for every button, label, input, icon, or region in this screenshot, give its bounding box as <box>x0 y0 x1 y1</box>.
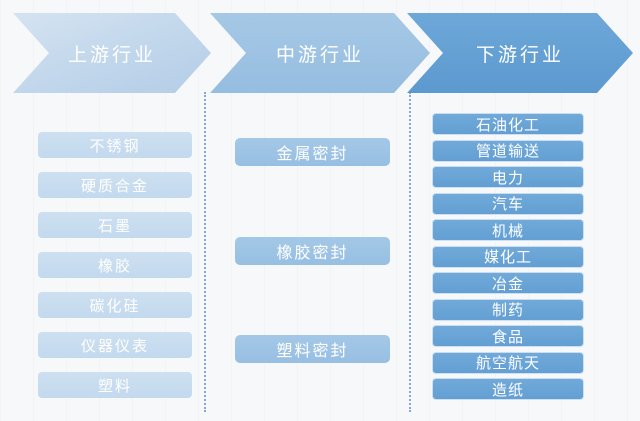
downstream-item: 媒化工 <box>432 245 584 268</box>
upstream-item: 橡胶 <box>38 252 192 278</box>
downstream-item: 管道输送 <box>432 139 584 162</box>
downstream-column: 石油化工 管道输送 电力 汽车 机械 媒化工 冶金 制药 食品 航空航天 造纸 <box>432 113 584 400</box>
midstream-arrow: 中游行业 <box>210 13 430 93</box>
column-separator-midstream-downstream <box>409 92 411 412</box>
upstream-item: 仪器仪表 <box>38 332 192 358</box>
midstream-item: 金属密封 <box>235 138 390 166</box>
upstream-item: 硬质合金 <box>38 172 192 198</box>
midstream-arrow-label: 中游行业 <box>275 44 364 66</box>
downstream-item: 制药 <box>432 298 584 321</box>
upstream-arrow-label: 上游行业 <box>67 44 156 66</box>
upstream-arrow: 上游行业 <box>13 13 211 93</box>
downstream-item: 冶金 <box>432 272 584 294</box>
upstream-item: 不锈钢 <box>38 132 192 158</box>
downstream-item: 石油化工 <box>432 113 584 135</box>
upstream-item: 塑料 <box>38 372 192 398</box>
downstream-arrow: 下游行业 <box>407 13 633 93</box>
midstream-item: 塑料密封 <box>235 335 390 363</box>
column-separator-upstream-midstream <box>204 92 206 412</box>
midstream-item: 橡胶密封 <box>235 237 390 265</box>
upstream-column: 不锈钢 硬质合金 石墨 橡胶 碳化硅 仪器仪表 塑料 <box>38 132 192 398</box>
upstream-item: 碳化硅 <box>38 292 192 318</box>
downstream-item: 造纸 <box>432 378 584 400</box>
downstream-item: 食品 <box>432 325 584 347</box>
downstream-arrow-label: 下游行业 <box>475 44 564 66</box>
downstream-item: 电力 <box>432 166 584 188</box>
downstream-item: 航空航天 <box>432 351 584 374</box>
upstream-item: 石墨 <box>38 212 192 238</box>
downstream-item: 机械 <box>432 219 584 241</box>
downstream-item: 汽车 <box>432 192 584 215</box>
